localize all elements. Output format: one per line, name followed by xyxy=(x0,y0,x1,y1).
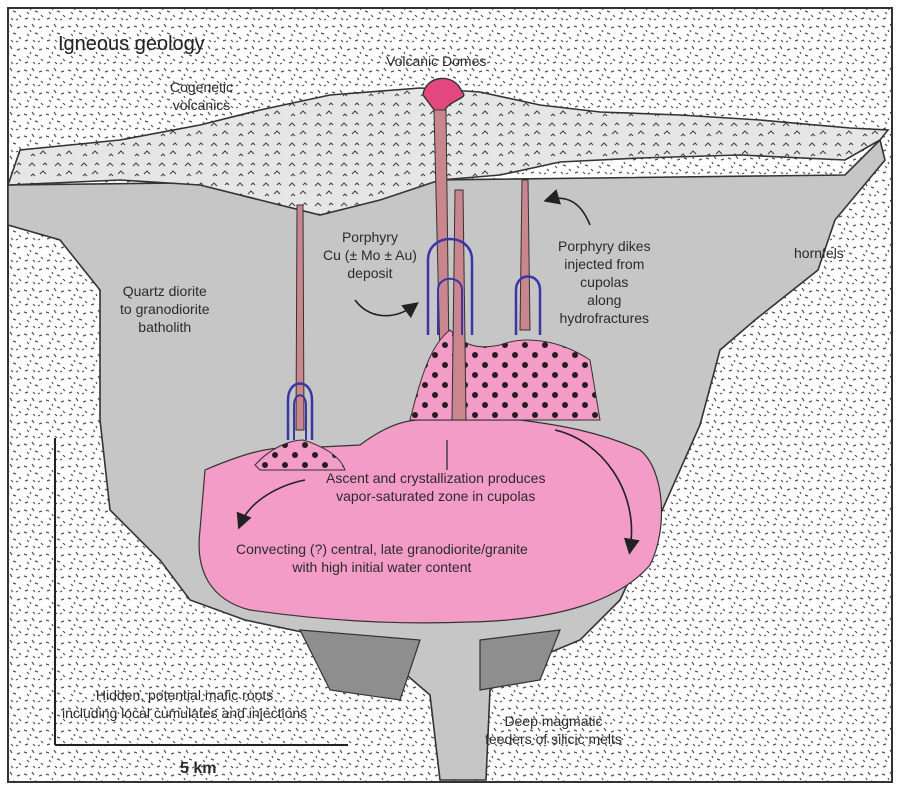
granodiorite-granite-body xyxy=(198,419,663,624)
ore-shell-central xyxy=(426,237,474,335)
porphyry-dike-left xyxy=(295,204,305,431)
diagram-title: Igneous geology xyxy=(58,33,205,55)
porphyry-dike-right xyxy=(519,179,531,331)
arrow-porphyry-to-deposit xyxy=(354,299,419,319)
label-volcanic-domes: Volcanic Domes xyxy=(386,53,487,69)
label-convecting-granite: Convecting (?) central, late granodiorit… xyxy=(236,541,528,575)
cogenetic-volcanics xyxy=(6,87,890,216)
ore-shell-right xyxy=(514,275,542,335)
arrow-dikes-to-cupola xyxy=(543,189,591,226)
label-porphyry-dikes: Porphyry dikes injected from cupolas alo… xyxy=(558,238,651,326)
mafic-root-lobe xyxy=(298,629,421,701)
feeder-lobe xyxy=(479,629,561,691)
porphyry-dike-central xyxy=(451,189,467,421)
ore-shell-left xyxy=(286,382,314,440)
arrow-convection-right xyxy=(554,429,640,555)
volcanic-dome xyxy=(422,77,465,116)
label-batholith: Quartz diorite to granodiorite batholith xyxy=(120,283,210,335)
label-porphyry-deposit: Porphyry Cu (± Mo ± Au) deposit xyxy=(323,229,417,281)
ore-shell-central-inner xyxy=(437,277,463,335)
label-ascent-crystallization: Ascent and crystallization produces vapo… xyxy=(326,470,546,504)
label-mafic-roots: Hidden, potential mafic roots including … xyxy=(62,687,308,721)
label-hornfels: hornfels xyxy=(794,245,844,261)
scale-bar-label: 5 km xyxy=(180,760,217,777)
ore-shell-left-inner xyxy=(293,394,307,440)
cupola-left xyxy=(254,439,346,471)
label-deep-feeders: Deep magmatic feeders of silicic melts xyxy=(485,713,622,747)
label-cogenetic-volcanics: Cogenetic volcanics xyxy=(170,79,234,113)
arrow-convection-left xyxy=(236,479,306,530)
